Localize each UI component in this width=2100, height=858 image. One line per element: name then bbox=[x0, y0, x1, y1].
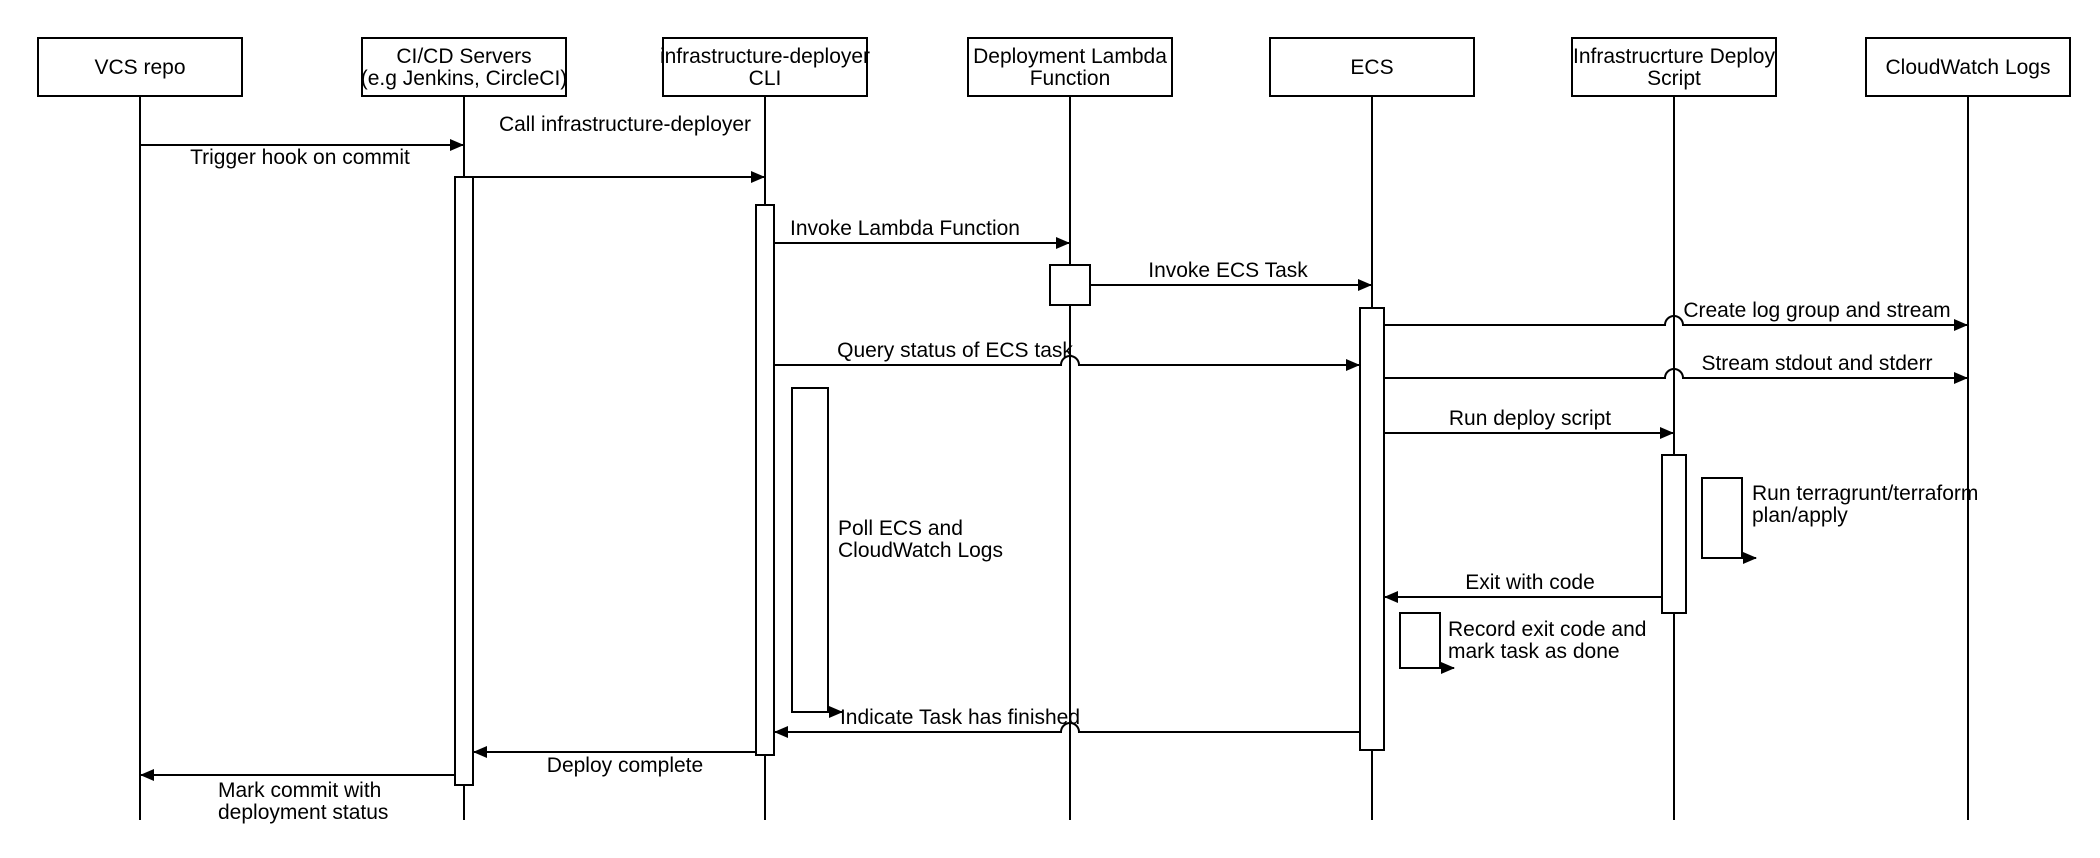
participant-label: CloudWatch Logs bbox=[1886, 56, 2051, 79]
participant-box bbox=[662, 37, 868, 97]
message-label: Poll ECS and bbox=[838, 517, 963, 540]
message-m1[interactable]: Trigger hook on commit bbox=[140, 139, 464, 169]
message-label: mark task as done bbox=[1448, 640, 1620, 663]
message-arrow bbox=[1384, 368, 1968, 384]
message-m6[interactable]: Query status of ECS task bbox=[774, 339, 1360, 371]
message-label: Run terragrunt/terraform bbox=[1752, 482, 1978, 505]
activation-act-ecs-record bbox=[1399, 612, 1441, 669]
message-label: Mark commit with bbox=[218, 779, 381, 802]
message-m13[interactable]: Indicate Task has finished bbox=[774, 706, 1360, 738]
activation-act-ds-terra bbox=[1701, 477, 1743, 559]
participant-label: VCS repo bbox=[94, 56, 185, 79]
message-m14[interactable]: Deploy complete bbox=[473, 746, 756, 777]
messages-layer: Trigger hook on commit Call infrastructur… bbox=[140, 113, 1978, 824]
participant-headers-layer: VCS repo CI/CD Servers(e.g Jenkins, Circl… bbox=[37, 37, 2071, 97]
message-label: Call infrastructure-deployer bbox=[499, 113, 751, 136]
participant-label: Script bbox=[1647, 67, 1701, 90]
message-label: deployment status bbox=[218, 801, 388, 824]
message-label: Record exit code and bbox=[1448, 618, 1646, 641]
participant-box bbox=[967, 37, 1173, 97]
message-label: Invoke Lambda Function bbox=[790, 217, 1020, 240]
participant-label: CI/CD Servers bbox=[396, 45, 531, 68]
message-label: Run deploy script bbox=[1449, 407, 1611, 430]
message-arrow bbox=[774, 355, 1360, 371]
message-m7[interactable]: Stream stdout and stderr bbox=[1384, 352, 1968, 384]
message-label: Exit with code bbox=[1465, 571, 1595, 594]
message-m2[interactable]: Call infrastructure-deployer bbox=[473, 113, 765, 183]
message-label: plan/apply bbox=[1752, 504, 1848, 527]
participant-cwlogs[interactable]: CloudWatch Logs bbox=[1865, 37, 2071, 97]
participant-label: Deployment Lambda bbox=[973, 45, 1167, 68]
message-label: Deploy complete bbox=[547, 754, 703, 777]
participant-vcs[interactable]: VCS repo bbox=[37, 37, 243, 97]
message-label: Stream stdout and stderr bbox=[1701, 352, 1932, 375]
participant-box bbox=[1865, 37, 2071, 97]
participant-ecs[interactable]: ECS bbox=[1269, 37, 1475, 97]
message-label: Query status of ECS task bbox=[837, 339, 1073, 362]
message-label: Invoke ECS Task bbox=[1148, 259, 1308, 282]
activation-act-cli-poll bbox=[791, 387, 829, 713]
activation-act-ecs bbox=[1359, 307, 1385, 751]
participant-label: Function bbox=[1030, 67, 1111, 90]
message-m3[interactable]: Invoke Lambda Function bbox=[774, 217, 1070, 249]
message-m5[interactable]: Create log group and stream bbox=[1384, 299, 1968, 331]
activation-act-deployscript bbox=[1661, 454, 1687, 614]
message-label: Create log group and stream bbox=[1683, 299, 1950, 322]
participant-label: Infrastrucrture Deploy bbox=[1573, 45, 1775, 68]
message-arrow bbox=[1384, 315, 1968, 331]
message-label: CloudWatch Logs bbox=[838, 539, 1003, 562]
message-arrow bbox=[774, 722, 1360, 738]
participant-box bbox=[37, 37, 243, 97]
message-m10[interactable]: Exit with code bbox=[1384, 571, 1662, 603]
activation-act-lambda bbox=[1049, 264, 1091, 306]
participant-box bbox=[361, 37, 567, 97]
participant-label: CLI bbox=[749, 67, 782, 90]
participant-box bbox=[1571, 37, 1777, 97]
participant-box bbox=[1269, 37, 1475, 97]
activations-layer bbox=[454, 176, 1743, 786]
activation-act-cicd bbox=[454, 176, 474, 786]
message-m4[interactable]: Invoke ECS Task bbox=[1090, 259, 1372, 291]
message-label: Trigger hook on commit bbox=[190, 146, 410, 169]
participant-label: infrastructure-deployer bbox=[660, 45, 870, 68]
participant-label: (e.g Jenkins, CircleCI) bbox=[361, 67, 568, 90]
participant-label: ECS bbox=[1350, 56, 1393, 79]
participant-cicd[interactable]: CI/CD Servers(e.g Jenkins, CircleCI) bbox=[361, 37, 568, 97]
message-label: Indicate Task has finished bbox=[840, 706, 1080, 729]
activation-act-cli bbox=[755, 204, 775, 756]
message-m8[interactable]: Run deploy script bbox=[1384, 407, 1674, 439]
